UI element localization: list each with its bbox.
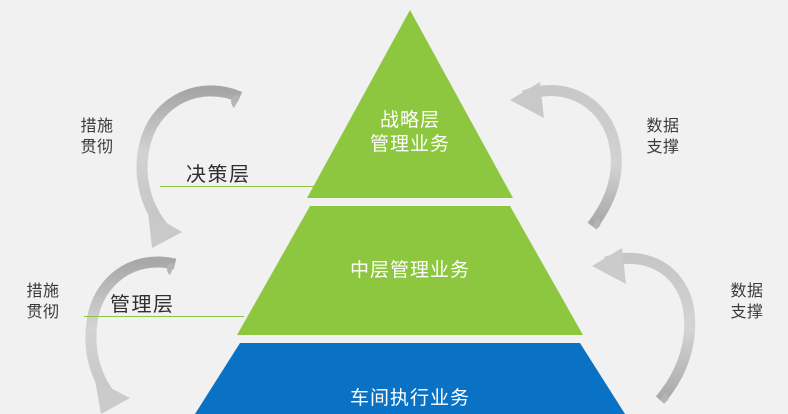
side-note-top-left: 措施 贯彻 <box>80 116 114 156</box>
pyramid-tier-middle-management <box>237 206 583 335</box>
pyramid-tier-strategic <box>307 10 513 198</box>
stage-rule-management <box>84 316 244 317</box>
stage-label-decision: 决策层 <box>186 162 251 186</box>
arrow-bottom-right-icon <box>592 248 696 404</box>
stage-label-management: 管理层 <box>110 292 175 316</box>
stage-rule-decision <box>160 186 320 187</box>
arrow-top-right-icon <box>510 82 622 230</box>
arrow-bottom-left-icon <box>85 256 177 414</box>
side-note-bottom-left: 措施 贯彻 <box>26 281 60 321</box>
arrow-top-left-icon <box>136 85 243 248</box>
side-note-bottom-right: 数据 支撑 <box>730 281 764 321</box>
pyramid-tier-workshop-execution <box>195 343 625 414</box>
side-note-top-right: 数据 支撑 <box>646 116 680 156</box>
